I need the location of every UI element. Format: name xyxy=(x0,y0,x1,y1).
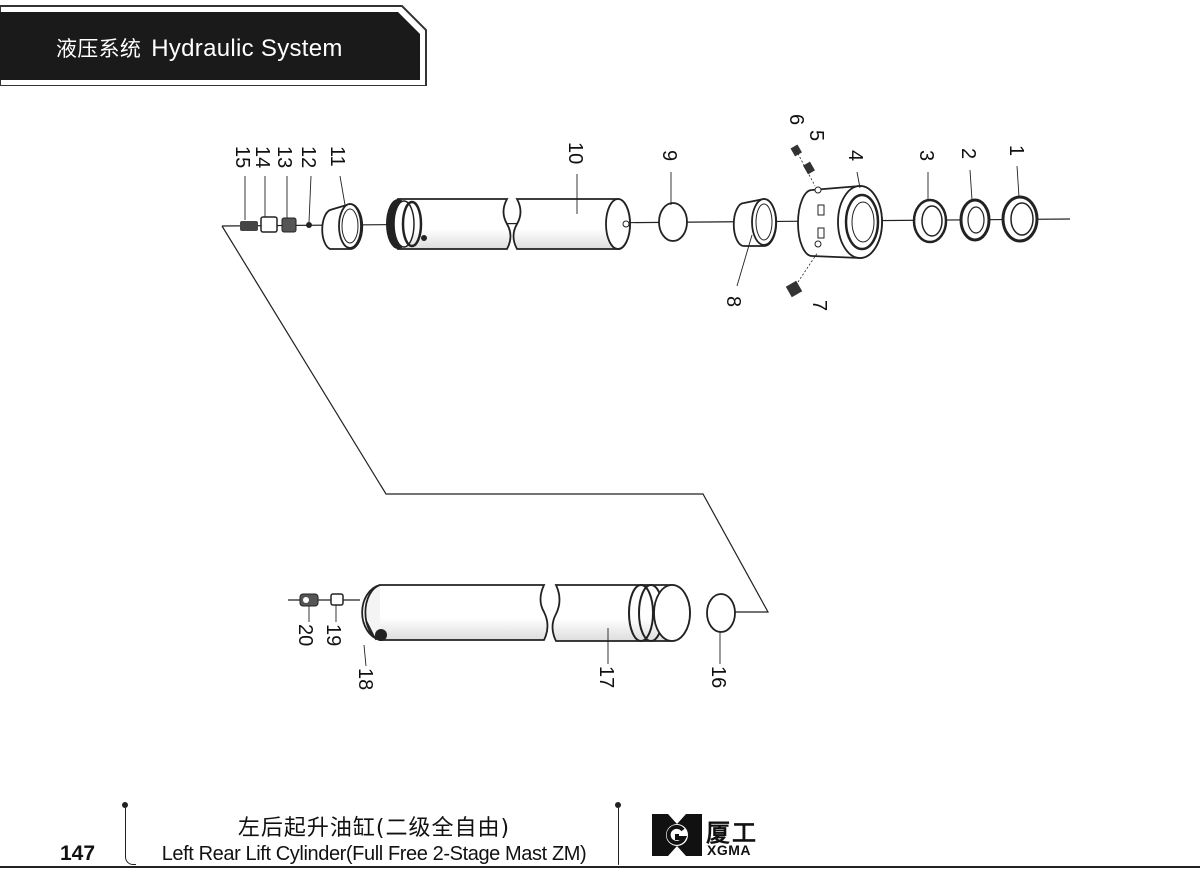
callout-18: 18 xyxy=(354,668,376,690)
section-title: 液压系统 Hydraulic System xyxy=(56,33,343,63)
callout-16: 16 xyxy=(707,666,729,688)
part-18-port xyxy=(375,629,387,641)
part-5-grease-fitting xyxy=(803,161,815,175)
part-19-seal xyxy=(330,593,344,606)
callout-9: 9 xyxy=(658,150,680,161)
page-number: 147 xyxy=(60,842,96,865)
callout-2: 2 xyxy=(957,148,979,159)
diagram-title-en: Left Rear Lift Cylinder(Full Free 2-Stag… xyxy=(161,843,587,865)
section-title-cn: 液压系统 xyxy=(56,37,142,61)
part-3-seal-ring xyxy=(912,198,948,244)
assembly-guide-line xyxy=(221,225,770,613)
part-15-fitting xyxy=(240,221,258,231)
part-20-fitting xyxy=(299,593,319,607)
callout-11: 11 xyxy=(326,146,348,167)
xgma-logo-icon xyxy=(652,814,702,856)
brand-name-cn: 厦工 xyxy=(706,819,758,847)
header-tab-shape xyxy=(0,5,427,86)
callout-3: 3 xyxy=(915,150,937,161)
part-1-dust-seal xyxy=(1001,195,1039,243)
callout-14: 14 xyxy=(251,146,273,168)
footer-bracket-left xyxy=(122,802,136,865)
lower-leader-lines xyxy=(308,605,721,667)
callout-1: 1 xyxy=(1005,145,1027,156)
part-9-wear-ring xyxy=(658,202,688,242)
part-11-piston-cap xyxy=(321,203,364,250)
part-13-seal xyxy=(281,217,297,233)
brand-name-en: XGMA xyxy=(707,842,751,858)
callout-8: 8 xyxy=(722,296,744,307)
part-16-wear-ring xyxy=(706,593,736,633)
part-14-nut xyxy=(260,216,278,233)
callout-17: 17 xyxy=(595,666,617,688)
section-title-en: Hydraulic System xyxy=(151,35,343,62)
part-10-piston-rod xyxy=(386,198,631,250)
callout-6: 6 xyxy=(785,114,807,125)
part-8-bushing xyxy=(732,198,778,247)
footer-bracket-right xyxy=(615,802,621,865)
footer-rule xyxy=(0,866,1200,868)
part-2-o-ring xyxy=(959,198,991,242)
part-12-ring xyxy=(306,222,312,228)
part-17-cylinder-tube xyxy=(361,584,691,642)
part-7-screw xyxy=(785,280,803,298)
callout-13: 13 xyxy=(273,146,295,168)
diagram-title-cn: 左后起升油缸(二级全自由) xyxy=(237,816,511,841)
upper-leader-lines xyxy=(244,165,1020,287)
callout-12: 12 xyxy=(297,146,319,168)
callout-7: 7 xyxy=(808,300,830,311)
callout-4: 4 xyxy=(844,150,866,161)
callout-5: 5 xyxy=(805,130,827,141)
callout-10: 10 xyxy=(564,142,586,164)
callout-20: 20 xyxy=(294,624,316,646)
part-4-cylinder-head xyxy=(797,185,883,259)
callout-15: 15 xyxy=(231,146,253,168)
callout-19: 19 xyxy=(322,624,344,646)
